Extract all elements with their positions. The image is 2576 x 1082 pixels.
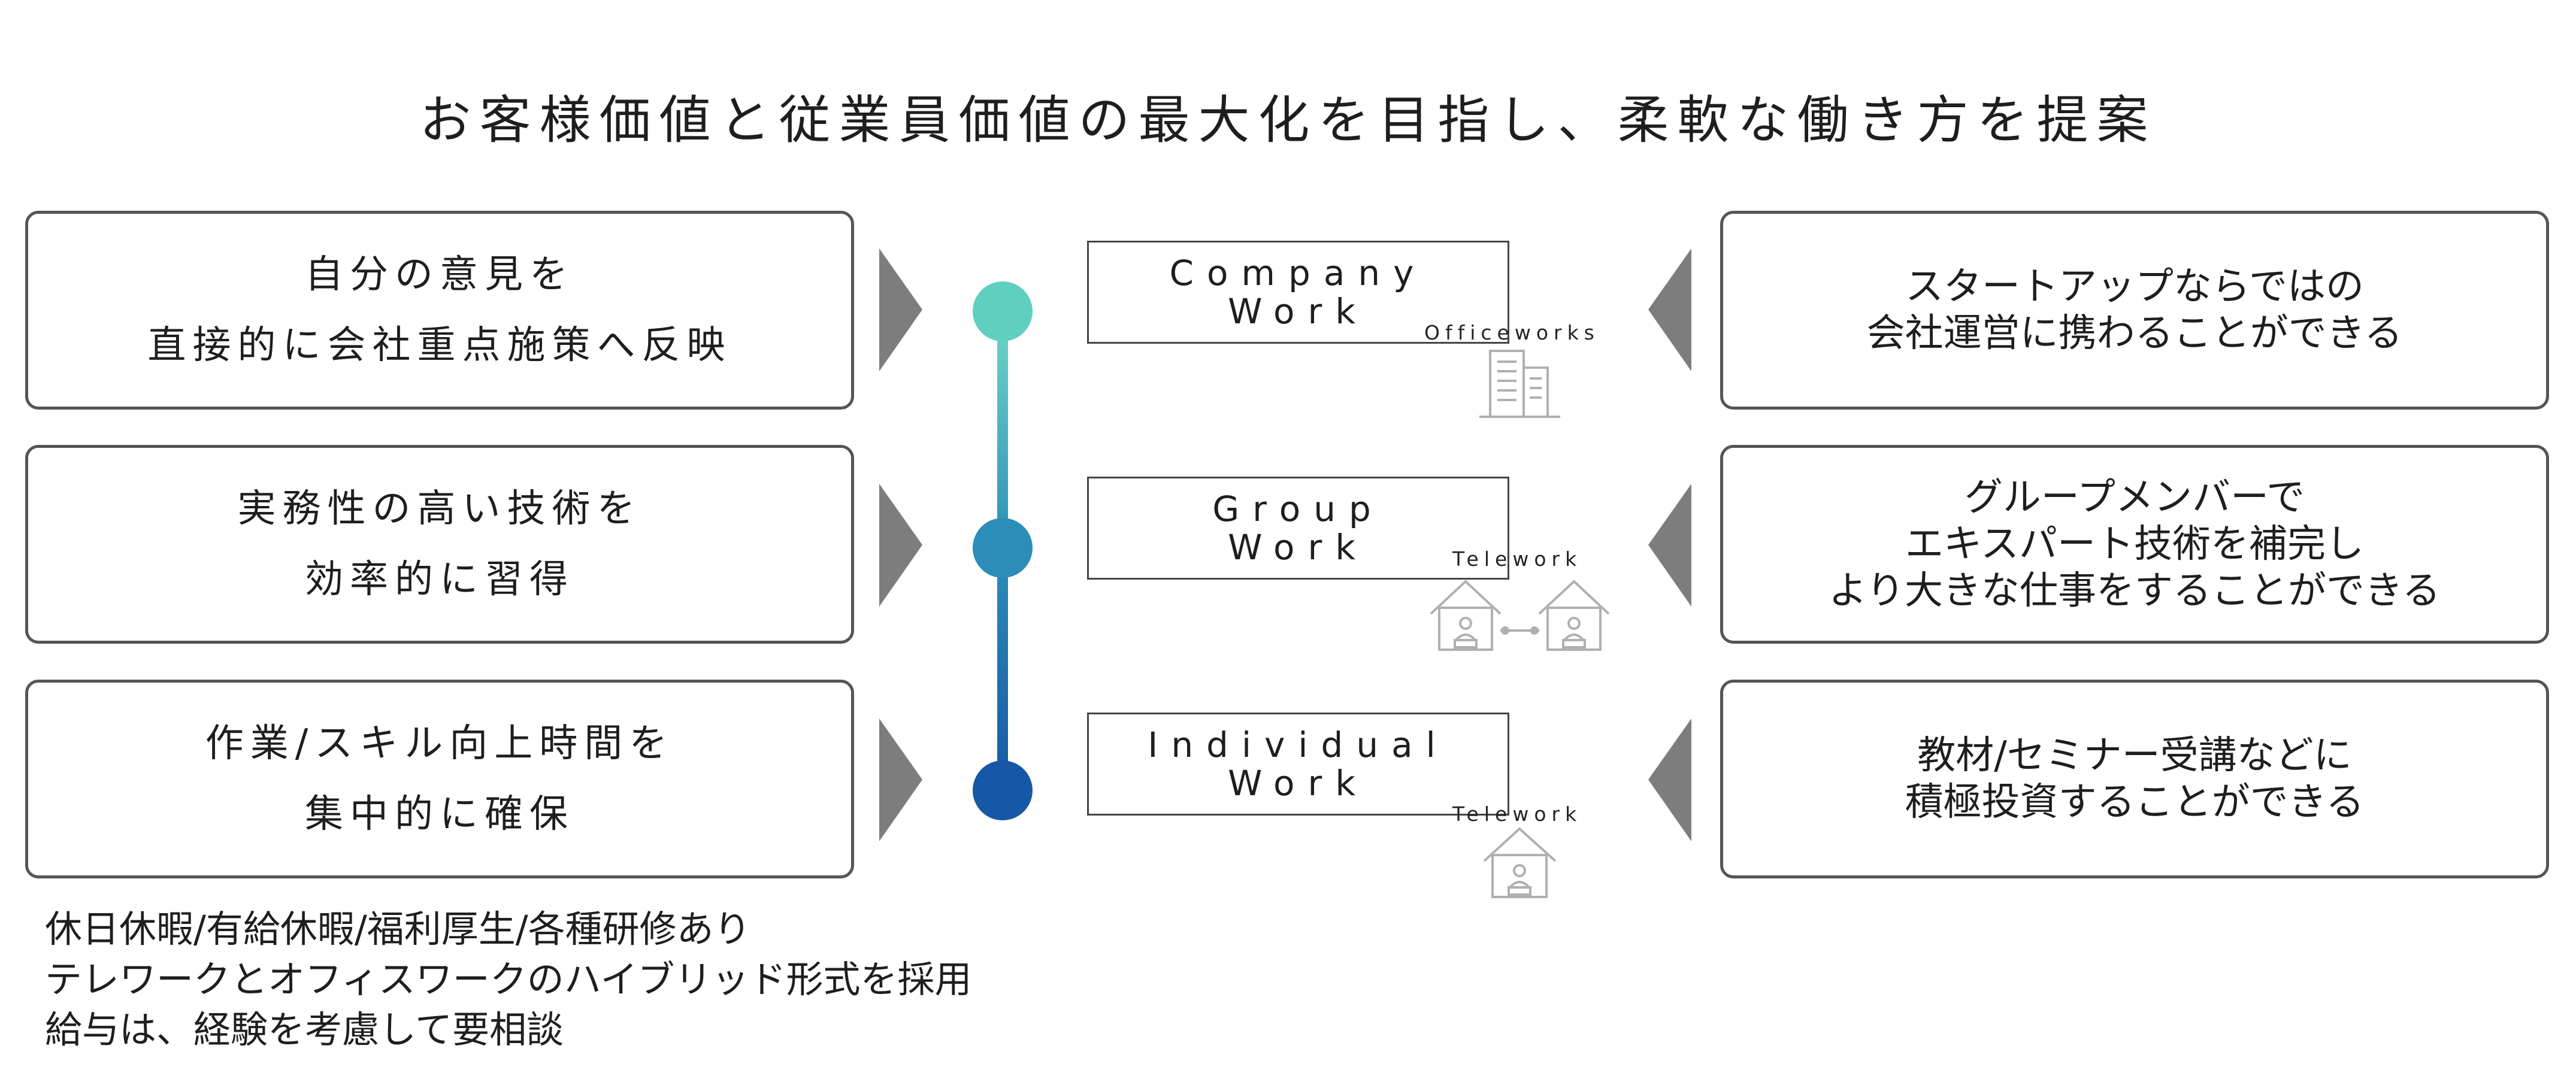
- mode-box-company: Company Work: [1087, 241, 1509, 344]
- left-box-line: 集中的に確保: [305, 792, 574, 836]
- right-box-line: エキスパート技術を補完し: [1905, 522, 2365, 566]
- left-box-line: 実務性の高い技術を: [237, 487, 642, 531]
- left-pointing-arrow-icon: [1648, 484, 1691, 607]
- mode-label-line: Work: [1228, 527, 1369, 568]
- office-building-icon: [1479, 350, 1560, 418]
- mode-label-line: Individual: [1148, 725, 1449, 765]
- left-box-line: 自分の意見を: [305, 253, 574, 297]
- left-box-line: 直接的に会社重点施策へ反映: [147, 323, 732, 368]
- left-box-individual: 作業/スキル向上時間を 集中的に確保: [25, 680, 854, 878]
- right-box-line: グループメンバーで: [1964, 475, 2305, 520]
- right-box-group: グループメンバーで エキスパート技術を補完し より大きな仕事をすることができる: [1720, 445, 2549, 644]
- timeline-dot-group: [973, 518, 1033, 578]
- right-box-company: スタートアップならではの 会社運営に携わることができる: [1720, 211, 2549, 410]
- left-box-company: 自分の意見を 直接的に会社重点施策へ反映: [25, 211, 854, 410]
- mode-box-individual: Individual Work: [1087, 713, 1509, 816]
- mode-label-line: Work: [1228, 763, 1369, 804]
- connected-homes-icon: [1430, 580, 1610, 651]
- timeline-dot-company: [973, 281, 1033, 341]
- right-box-line: スタートアップならではの: [1905, 265, 2365, 309]
- work-style-tag: Telework: [1452, 802, 1582, 826]
- right-box-individual: 教材/セミナー受講などに 積極投資することができる: [1720, 680, 2549, 878]
- right-box-line: 教材/セミナー受講などに: [1917, 734, 2352, 778]
- right-box-line: より大きな仕事をすることができる: [1829, 569, 2441, 613]
- page-title: お客様価値と従業員価値の最大化を目指し、柔軟な働き方を提案: [419, 90, 2157, 150]
- mode-label-line: Work: [1228, 291, 1369, 332]
- note-line: テレワークとオフィスワークのハイブリッド形式を採用: [45, 957, 972, 1001]
- left-pointing-arrow-icon: [1648, 719, 1691, 841]
- left-pointing-arrow-icon: [1648, 248, 1691, 371]
- mode-label-line: Group: [1212, 489, 1384, 529]
- right-pointing-arrow-icon: [879, 719, 922, 841]
- note-line: 休日休暇/有給休暇/福利厚生/各種研修あり: [45, 907, 751, 951]
- note-line: 給与は、経験を考慮して要相談: [45, 1008, 564, 1051]
- mode-box-group: Group Work: [1087, 477, 1509, 580]
- right-pointing-arrow-icon: [879, 248, 922, 371]
- notes-list: 休日休暇/有給休暇/福利厚生/各種研修あり テレワークとオフィスワークのハイブリ…: [45, 904, 972, 1055]
- work-style-tag: Officeworks: [1424, 321, 1600, 344]
- timeline-dot-individual: [973, 760, 1033, 820]
- mode-label-line: Company: [1169, 253, 1427, 293]
- left-box-line: 作業/スキル向上時間を: [205, 722, 674, 766]
- right-box-line: 会社運営に携わることができる: [1866, 311, 2403, 356]
- work-style-tag: Telework: [1452, 547, 1582, 571]
- home-worker-icon: [1483, 827, 1557, 898]
- right-box-line: 積極投資することができる: [1905, 780, 2365, 825]
- right-pointing-arrow-icon: [879, 484, 922, 607]
- left-box-line: 効率的に習得: [305, 557, 574, 602]
- left-box-group: 実務性の高い技術を 効率的に習得: [25, 445, 854, 644]
